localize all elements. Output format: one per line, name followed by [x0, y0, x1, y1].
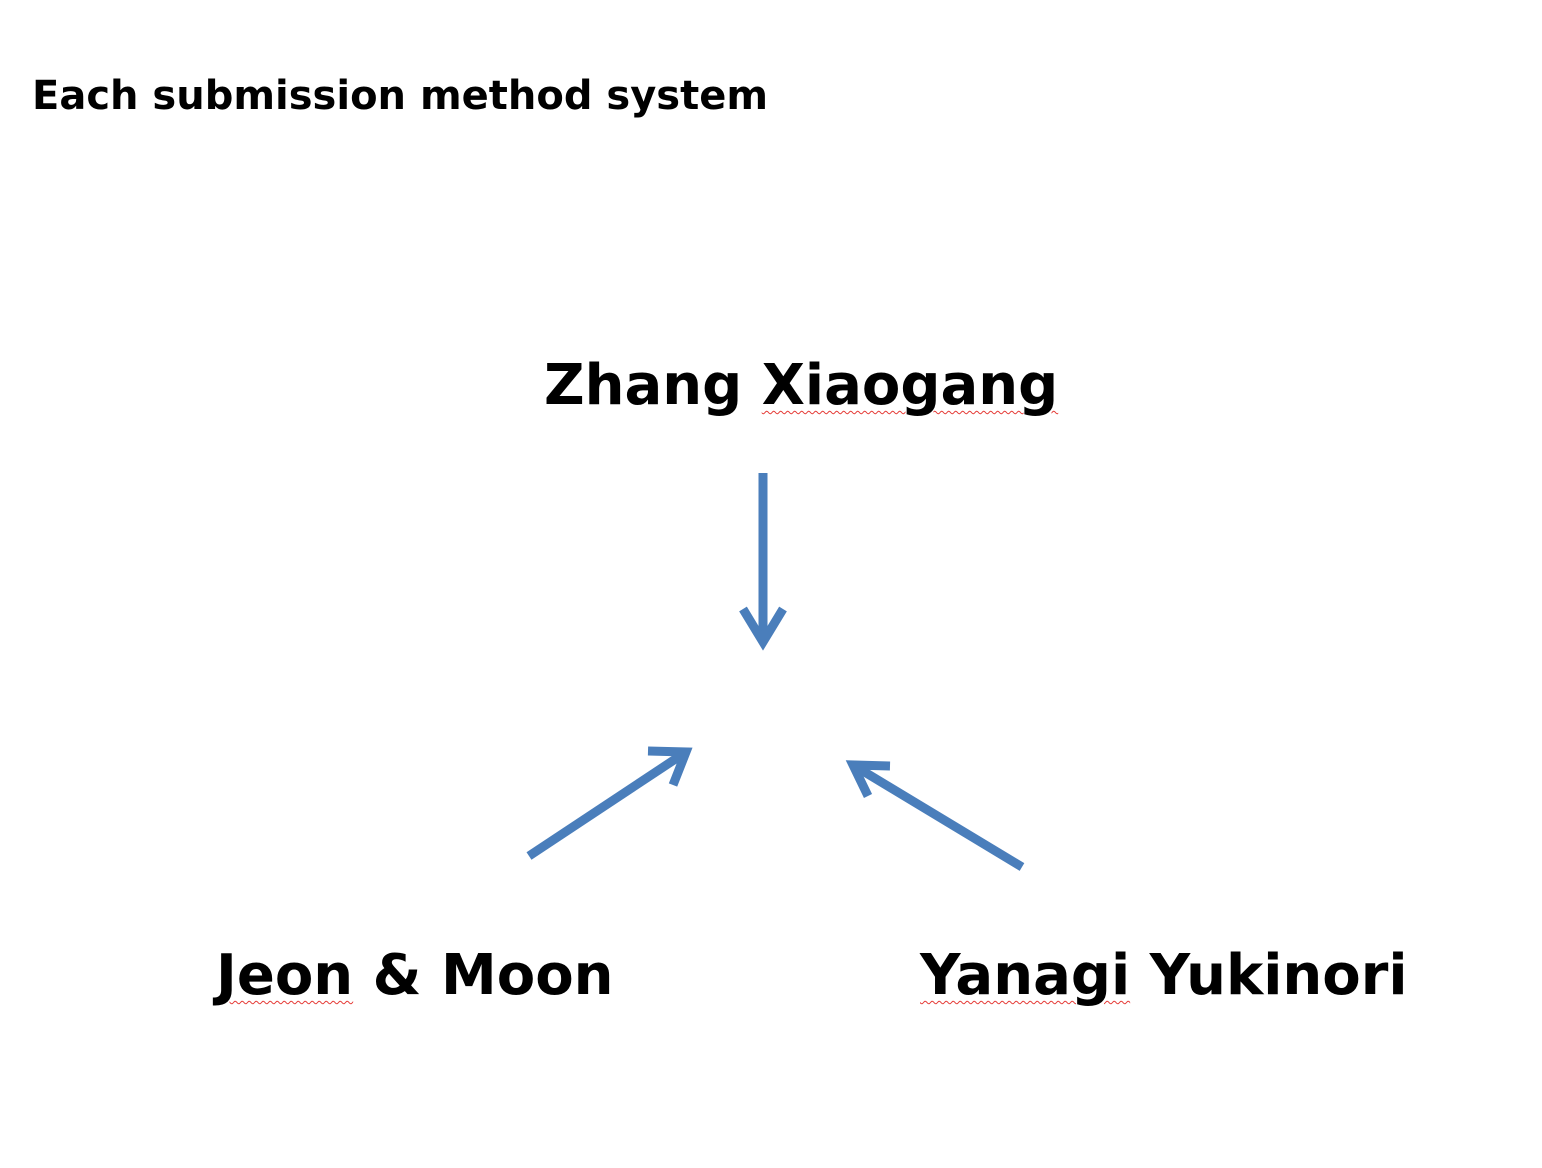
arrow-from-left: [526, 746, 693, 860]
node-left-rest: & Moon: [372, 943, 614, 1008]
node-yanagi-yukinori: Yanagi Yukinori: [920, 940, 1408, 1012]
node-left-first-word: Jeon: [216, 943, 354, 1008]
arrow-from-top: [739, 473, 787, 651]
node-right-rest: Yukinori: [1149, 943, 1408, 1008]
node-top-second-word: Xiaogang: [761, 353, 1059, 418]
arrow-from-right: [845, 760, 1025, 871]
node-jeon-moon: Jeon & Moon: [216, 940, 614, 1012]
node-top-first-word: Zhang: [544, 353, 743, 418]
slide-title: Each submission method system: [32, 73, 769, 119]
node-right-first-word: Yanagi: [920, 943, 1131, 1008]
node-zhang-xiaogang: Zhang Xiaogang: [544, 350, 1058, 422]
